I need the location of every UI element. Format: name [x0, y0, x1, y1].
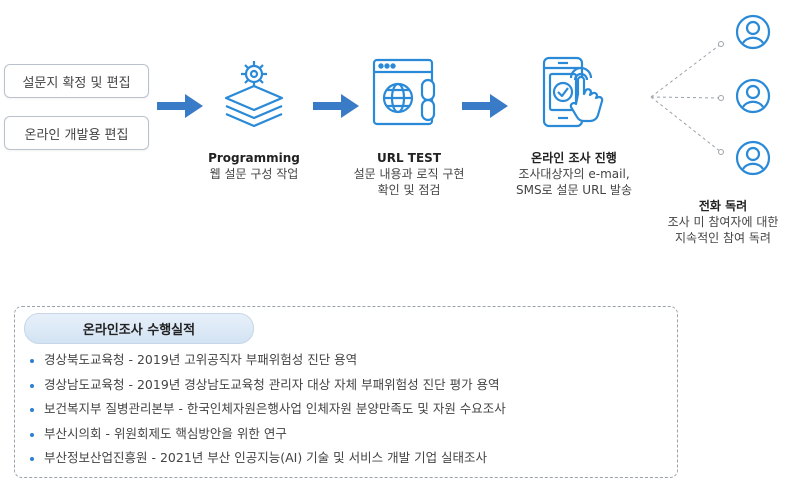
bullet-icon	[30, 359, 34, 363]
step-caption-programming: Programming 웹 설문 구성 작업	[189, 150, 319, 182]
input-box-online-edit: 온라인 개발용 편집	[4, 116, 149, 150]
list-item: 경상북도교육청 - 2019년 고위공직자 부패위험성 진단 용역	[28, 348, 668, 373]
list-item-text: 부산시의회 - 위원회제도 핵심방안을 위한 연구	[44, 425, 287, 441]
followup-caption: 전화 독려 조사 미 참여자에 대한 지속적인 참여 독려	[650, 198, 796, 246]
step-desc: 웹 설문 구성 작업	[209, 167, 299, 181]
user-icon	[735, 78, 771, 114]
step-caption-online-survey: 온라인 조사 진행 조사대상자의 e-mail, SMS로 설문 URL 발송	[494, 150, 654, 198]
web-link-icon	[372, 58, 436, 126]
step-desc: SMS로 설문 URL 발송	[515, 183, 633, 197]
input-box-survey-edit: 설문지 확정 및 편집	[4, 64, 149, 98]
flow-arrow-1	[157, 94, 203, 118]
panel-title: 온라인조사 수행실적	[24, 313, 254, 344]
step-title: Programming	[208, 151, 300, 165]
performance-list: 경상북도교육청 - 2019년 고위공직자 부패위험성 진단 용역 경상남도교육…	[28, 348, 668, 471]
list-item: 부산시의회 - 위원회제도 핵심방안을 위한 연구	[28, 422, 668, 447]
user-icon	[735, 14, 771, 50]
list-item-text: 경상남도교육청 - 2019년 경상남도교육청 관리자 대상 자체 부패위험성 …	[44, 376, 500, 392]
step-title: URL TEST	[376, 151, 442, 165]
list-item: 경상남도교육청 - 2019년 경상남도교육청 관리자 대상 자체 부패위험성 …	[28, 373, 668, 398]
performance-panel	[14, 306, 678, 478]
list-item: 부산정보산업진흥원 - 2021년 부산 인공지능(AI) 기술 및 서비스 개…	[28, 446, 668, 471]
bullet-icon	[30, 457, 34, 461]
bullet-icon	[30, 432, 34, 437]
list-item-text: 경상북도교육청 - 2019년 고위공직자 부패위험성 진단 용역	[44, 352, 358, 367]
list-item-text: 부산정보산업진흥원 - 2021년 부산 인공지능(AI) 기술 및 서비스 개…	[44, 450, 488, 465]
fan-lines	[650, 41, 724, 155]
step-desc: 설문 내용과 로직 구현	[353, 167, 465, 181]
flow-arrow-2	[313, 94, 359, 118]
step-desc: 확인 및 점검	[377, 183, 441, 197]
gear-layers-icon	[224, 61, 284, 128]
mobile-tap-icon	[542, 56, 604, 128]
step-caption-url-test: URL TEST 설문 내용과 로직 구현 확인 및 점검	[334, 150, 484, 198]
followup-desc: 지속적인 참여 독려	[675, 231, 771, 245]
list-item: 보건복지부 질병관리본부 - 한국인체자원은행사업 인체자원 분양만족도 및 자…	[28, 397, 668, 422]
step-desc: 조사대상자의 e-mail,	[518, 167, 630, 181]
list-item-text: 보건복지부 질병관리본부 - 한국인체자원은행사업 인체자원 분양만족도 및 자…	[44, 401, 506, 416]
bullet-icon	[30, 383, 34, 388]
user-icon	[735, 140, 771, 176]
bullet-icon	[30, 408, 34, 412]
followup-desc: 조사 미 참여자에 대한	[667, 215, 779, 229]
flow-arrow-3	[462, 94, 508, 118]
step-title: 온라인 조사 진행	[531, 151, 617, 165]
followup-title: 전화 독려	[698, 199, 748, 213]
